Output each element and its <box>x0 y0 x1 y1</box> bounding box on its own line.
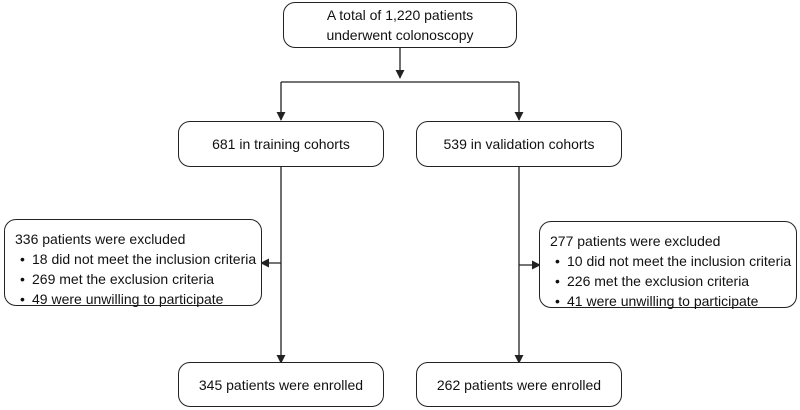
training-cohort-box: 681 in training cohorts <box>178 121 384 167</box>
list-item: •269 met the exclusion criteria <box>20 271 215 287</box>
validation-excluded-box: 277 patients were excluded •10 did not m… <box>539 221 797 311</box>
list-item: •10 did not meet the inclusion criteria <box>555 253 792 269</box>
validation-excluded-list: •10 did not meet the inclusion criteria … <box>550 251 796 311</box>
total-patients-box: A total of 1,220 patients underwent colo… <box>283 2 517 48</box>
training-enrolled-box: 345 patients were enrolled <box>178 362 384 407</box>
training-enrolled-label: 345 patients were enrolled <box>198 376 364 393</box>
validation-enrolled-box: 262 patients were enrolled <box>416 362 622 407</box>
validation-cohort-box: 539 in validation cohorts <box>416 121 622 167</box>
list-item: •41 were unwilling to participate <box>555 293 759 309</box>
bullet-icon: • <box>20 271 25 287</box>
bullet-icon: • <box>555 253 560 269</box>
bullet-icon: • <box>20 251 25 267</box>
list-item: •18 did not meet the inclusion criteria <box>20 251 257 267</box>
validation-cohort-label: 539 in validation cohorts <box>443 136 595 152</box>
list-item: •226 met the exclusion criteria <box>555 273 750 289</box>
total-patients-line2: underwent colonoscopy <box>326 27 474 43</box>
bullet-icon: • <box>20 291 25 307</box>
training-excluded-list: •18 did not meet the inclusion criteria … <box>15 249 261 309</box>
bullet-icon: • <box>555 273 560 289</box>
training-excluded-box: 336 patients were excluded •18 did not m… <box>4 219 262 309</box>
total-patients-line1: A total of 1,220 patients <box>326 7 474 23</box>
bullet-icon: • <box>555 293 560 309</box>
validation-enrolled-label: 262 patients were enrolled <box>436 376 602 393</box>
training-excluded-heading: 336 patients were excluded <box>15 231 186 247</box>
validation-excluded-heading: 277 patients were excluded <box>550 233 721 249</box>
training-cohort-label: 681 in training cohorts <box>212 136 350 152</box>
list-item: •49 were unwilling to participate <box>20 291 224 307</box>
